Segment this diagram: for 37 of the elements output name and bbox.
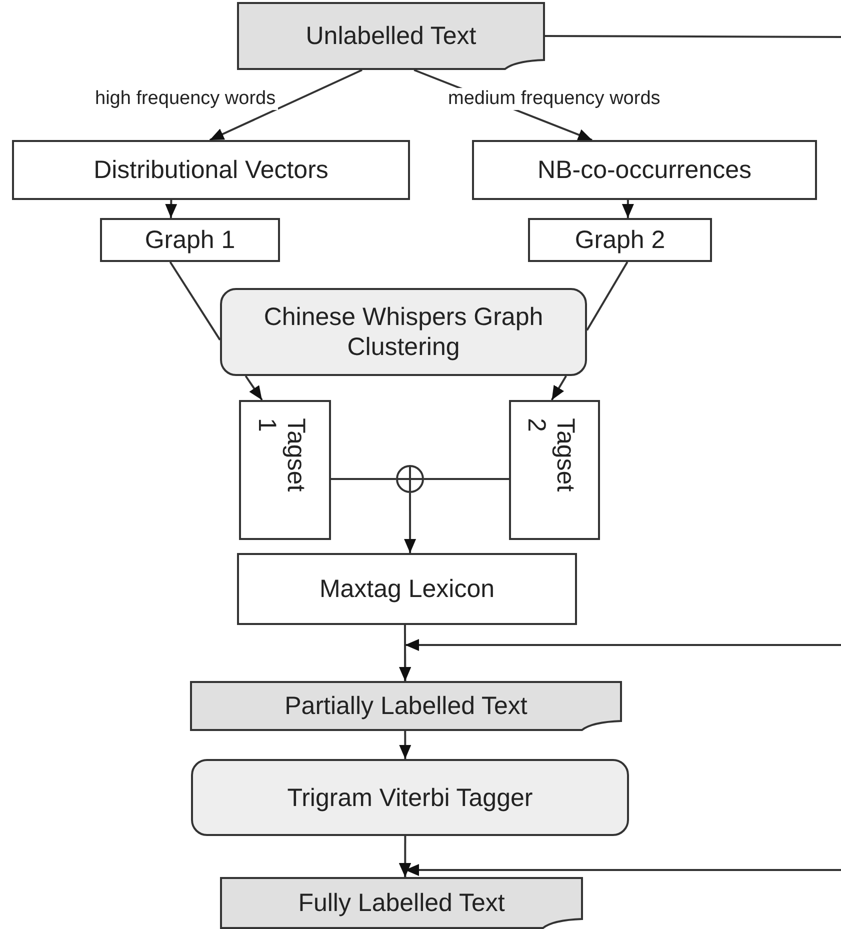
box-label: Partially Labelled Text: [284, 691, 528, 721]
box-label: Tagset 2: [522, 418, 580, 494]
box-label: NB-co-occurrences: [536, 155, 752, 185]
process-box: [239, 400, 331, 540]
box-label: Graph 2: [574, 225, 666, 255]
rounded-process-box: [220, 288, 587, 376]
process-box: [12, 140, 410, 200]
arrow: [399, 731, 412, 759]
edge-label: high frequency words: [93, 88, 278, 110]
box-label: Unlabelled Text: [304, 21, 478, 51]
box-label: Distributional Vectors: [92, 155, 330, 185]
process-box: [472, 140, 817, 200]
process-box: [528, 218, 712, 262]
process-box: [100, 218, 280, 262]
arrow: [404, 493, 416, 553]
arrow: [399, 863, 841, 878]
process-box: [509, 400, 600, 540]
arrow: [209, 69, 362, 141]
connector-line: [331, 478, 396, 480]
process-box: [237, 553, 577, 625]
box-label: Graph 1: [144, 225, 236, 255]
box-label: Chinese Whispers Graph Clustering: [262, 302, 544, 362]
box-label: Fully Labelled Text: [297, 888, 506, 918]
rounded-process-box: [191, 759, 629, 836]
connector-line: [545, 35, 841, 38]
box-label: Tagset 1: [252, 418, 310, 494]
edge-label: medium frequency words: [446, 88, 662, 110]
arrow: [165, 200, 178, 218]
connector-line: [586, 262, 628, 331]
box-label: Maxtag Lexicon: [318, 574, 496, 604]
arrow: [622, 200, 634, 218]
box-label: Trigram Viterbi Tagger: [286, 782, 534, 812]
arrow: [550, 376, 567, 401]
arrow: [399, 639, 841, 681]
connector-line: [424, 478, 509, 480]
connector-line: [169, 261, 221, 340]
arrow: [244, 375, 263, 401]
